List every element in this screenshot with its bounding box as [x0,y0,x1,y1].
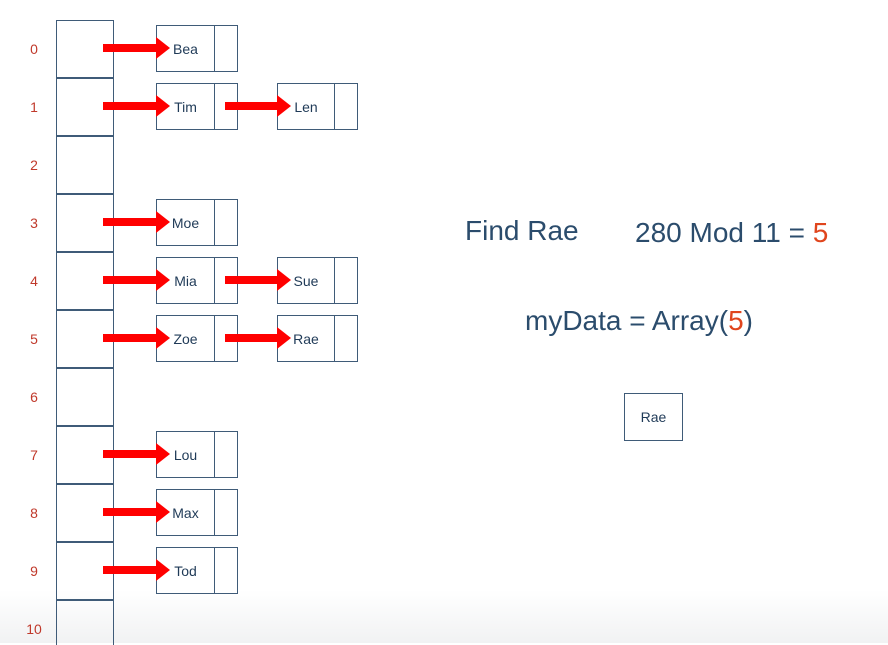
hash-expression: 280 Mod 11 = 5 [635,217,828,249]
pointer-arrow-head [156,37,170,59]
index-label: 4 [30,273,38,289]
pointer-arrow-shaft [103,508,156,516]
index-label: 10 [26,621,42,637]
hash-expression-text: 280 Mod 11 = [635,217,813,248]
index-label: 1 [30,99,38,115]
pointer-arrow-shaft [103,276,156,284]
list-node-value: Zoe [173,330,198,347]
index-label: 9 [30,563,38,579]
pointer-arrow [103,443,170,465]
list-node-pointer [214,548,237,593]
pointer-arrow-head [156,559,170,581]
pointer-arrow [225,269,291,291]
pointer-arrow [103,269,170,291]
pointer-arrow-head [156,211,170,233]
pointer-arrow [103,95,170,117]
index-label: 6 [30,389,38,405]
lookup-expression: myData = Array(5) [525,305,753,337]
pointer-arrow [225,327,291,349]
index-label: 0 [30,41,38,57]
find-label: Find Rae [465,215,579,246]
pointer-arrow [103,211,170,233]
pointer-arrow-head [156,269,170,291]
pointer-arrow-head [277,269,291,291]
pointer-arrow-shaft [225,334,277,342]
pointer-arrow-head [156,327,170,349]
result-node-value: Rae [640,409,667,425]
pointer-arrow-head [156,443,170,465]
pointer-arrow [225,95,291,117]
list-node-pointer [214,26,237,71]
list-node-value: Max [172,504,199,521]
lookup-expression-close: ) [743,305,753,336]
pointer-arrow-shaft [225,102,277,110]
index-label: 8 [30,505,38,521]
list-node-value: Mia [174,272,197,289]
pointer-arrow [103,37,170,59]
bucket-slot [56,136,114,194]
list-node-pointer [334,258,357,303]
pointer-arrow-head [156,95,170,117]
pointer-arrow-head [277,327,291,349]
list-node-pointer [214,258,237,303]
list-node-pointer [214,490,237,535]
pointer-arrow-shaft [103,102,156,110]
list-node-value: Moe [171,214,200,231]
list-node-pointer [214,84,237,129]
bucket-slot [56,600,114,645]
pointer-arrow-shaft [103,334,156,342]
pointer-arrow-shaft [225,276,277,284]
list-node-pointer [334,84,357,129]
pointer-arrow-head [156,501,170,523]
list-node-pointer [334,316,357,361]
index-label: 3 [30,215,38,231]
pointer-arrow-shaft [103,44,156,52]
list-node-value: Sue [293,272,319,289]
hash-result: 5 [812,217,829,248]
pointer-arrow [103,501,170,523]
pointer-arrow-shaft [103,218,156,226]
list-node-value: Bea [173,40,198,57]
index-label: 7 [30,447,38,463]
pointer-arrow-shaft [103,450,156,458]
index-label: 5 [30,331,38,347]
pointer-arrow [103,327,170,349]
list-node-pointer [214,200,237,245]
list-node-value: Rae [293,330,319,347]
list-node-value: Lou [173,446,198,463]
pointer-arrow-shaft [103,566,156,574]
pointer-arrow-head [277,95,291,117]
list-node-value: Tim [174,98,197,115]
index-label: 2 [30,157,38,173]
list-node-pointer [214,432,237,477]
lookup-index: 5 [728,305,744,336]
bucket-slot [56,368,114,426]
result-node: Rae [624,393,683,441]
lookup-expression-text: myData = Array( [525,305,729,336]
list-node-value: Len [294,98,318,115]
pointer-arrow [103,559,170,581]
list-node-pointer [214,316,237,361]
list-node-value: Tod [174,562,197,579]
